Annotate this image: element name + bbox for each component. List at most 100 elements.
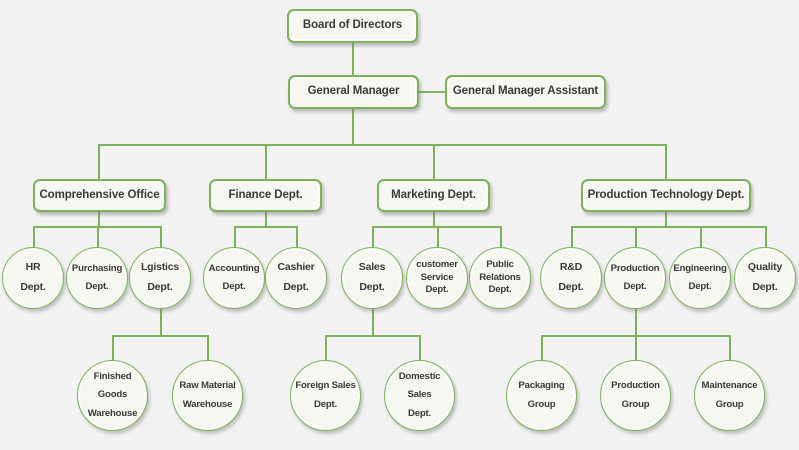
connector-to-maintenance-group xyxy=(729,335,731,361)
connector-to-customer-service xyxy=(437,226,439,247)
node-label-line2: Warehouse xyxy=(182,398,233,410)
connector-logistics-down xyxy=(160,308,162,336)
node-label-line2: Dept. xyxy=(408,407,431,419)
node-label-line1: Accounting xyxy=(208,262,260,274)
node-label-line1: Finished Goods xyxy=(93,371,132,401)
node-marketing-dept[interactable]: Marketing Dept. xyxy=(377,179,490,212)
node-label-line1: Packaging xyxy=(518,380,565,392)
node-label-line2: Service xyxy=(420,271,454,283)
node-label-line1: Raw Material xyxy=(179,380,236,392)
connector-bus-to-marketing xyxy=(433,144,435,180)
connector-to-logistics xyxy=(160,226,162,247)
connector-logistics-bus xyxy=(112,335,208,337)
connector-to-production-group xyxy=(635,335,637,361)
node-foreign-sales-dept[interactable]: Foreign Sales Dept. xyxy=(290,360,361,431)
node-sales-dept[interactable]: Sales Dept. xyxy=(341,247,403,309)
connector-bus-to-comprehensive-office xyxy=(98,144,100,180)
connector-to-rnd xyxy=(571,226,573,247)
node-label-line1: Foreign Sales xyxy=(295,380,356,392)
node-label-line1: Cashier xyxy=(277,261,315,274)
node-label-line2: Dept. xyxy=(752,281,778,293)
node-label-line1: customer xyxy=(416,258,458,270)
node-label-line1: Maintenance xyxy=(701,380,758,392)
connector-bus-to-finance xyxy=(265,144,267,180)
connector-to-cashier xyxy=(296,226,298,247)
connector-to-finished-goods-warehouse xyxy=(112,335,114,361)
node-label-line2: Group xyxy=(621,398,650,410)
node-label-line2: Dept. xyxy=(85,281,109,292)
node-packaging-group[interactable]: Packaging Group xyxy=(506,360,577,431)
node-label: Marketing Dept. xyxy=(391,188,476,201)
connector-production-tech-bus xyxy=(571,226,766,228)
node-label-line2: Dept. xyxy=(359,281,385,293)
node-label-line2: Group xyxy=(715,398,744,410)
node-label: General Manager xyxy=(307,85,400,98)
node-maintenance-group[interactable]: Maintenance Group xyxy=(694,360,765,431)
node-board-of-directors[interactable]: Board of Directors xyxy=(287,9,418,43)
node-production-dept[interactable]: Production Dept. xyxy=(604,247,666,309)
node-label-line2: Dept. xyxy=(688,281,712,292)
node-label-line3: Dept. xyxy=(425,284,449,296)
node-rnd-dept[interactable]: R&D Dept. xyxy=(540,247,602,309)
node-label-line2: Dept. xyxy=(623,281,647,292)
node-hr-dept[interactable]: HR Dept. xyxy=(2,247,64,309)
node-production-technology-dept[interactable]: Production Technology Dept. xyxy=(581,179,751,212)
connector-to-raw-material-warehouse xyxy=(207,335,209,361)
node-raw-material-warehouse[interactable]: Raw Material Warehouse xyxy=(172,360,243,431)
node-label-line2: Dept. xyxy=(314,398,337,410)
node-public-relations-dept[interactable]: Public Relations Dept. xyxy=(469,247,531,309)
connector-production-tech-down xyxy=(665,211,667,227)
node-finished-goods-warehouse[interactable]: Finished Goods Warehouse xyxy=(77,360,148,431)
node-comprehensive-office[interactable]: Comprehensive Office xyxy=(33,179,166,212)
node-accounting-dept[interactable]: Accounting Dept. xyxy=(203,247,265,309)
node-logistics-dept[interactable]: Lgistics Dept. xyxy=(129,247,191,309)
connector-to-foreign-sales xyxy=(325,335,327,361)
connector-finance-bus xyxy=(234,226,297,228)
connector-board-to-gm xyxy=(352,43,354,76)
node-label-line1: Production xyxy=(610,262,660,274)
node-label-line1: HR xyxy=(25,261,41,274)
connector-to-accounting xyxy=(234,226,236,247)
node-label-line2: Dept. xyxy=(222,281,246,292)
node-general-manager-assistant[interactable]: General Manager Assistant xyxy=(445,75,606,109)
node-label-line2: Warehouse xyxy=(87,407,138,419)
node-quality-dept[interactable]: Quality Dept. xyxy=(734,247,796,309)
connector-to-production xyxy=(635,226,637,247)
node-purchasing-dept[interactable]: Purchasing Dept. xyxy=(66,247,128,309)
connector-to-domestic-sales xyxy=(419,335,421,361)
connector-to-public-relations xyxy=(500,226,502,247)
node-label-line2: Dept. xyxy=(283,281,309,293)
connector-sales-down xyxy=(372,308,374,336)
connector-to-sales xyxy=(372,226,374,247)
node-label: Production Technology Dept. xyxy=(587,188,745,201)
node-label-line1: Lgistics xyxy=(140,261,180,274)
node-engineering-dept[interactable]: Engineering Dept. xyxy=(669,247,731,309)
connector-level2-bus xyxy=(98,144,666,146)
node-label-line1: Sales xyxy=(358,261,386,274)
node-finance-dept[interactable]: Finance Dept. xyxy=(209,179,322,212)
node-label-line2: Dept. xyxy=(558,281,584,293)
connector-to-engineering xyxy=(700,226,702,247)
node-production-group[interactable]: Production Group xyxy=(600,360,671,431)
node-domestic-sales-dept[interactable]: Domestic Sales Dept. xyxy=(384,360,455,431)
node-general-manager[interactable]: General Manager xyxy=(288,75,419,109)
node-label-line1: Public xyxy=(486,258,514,270)
node-label-line2: Group xyxy=(527,398,556,410)
node-label-line2: Relations xyxy=(479,271,521,283)
node-label: Comprehensive Office xyxy=(39,188,160,201)
node-label-line1: Domestic Sales xyxy=(398,371,441,401)
node-label: Finance Dept. xyxy=(228,188,303,201)
connector-gm-down xyxy=(352,109,354,145)
connector-to-purchasing xyxy=(97,226,99,247)
node-label: General Manager Assistant xyxy=(452,85,599,98)
node-cashier-dept[interactable]: Cashier Dept. xyxy=(265,247,327,309)
node-label-line1: Production xyxy=(611,380,660,392)
connector-to-packaging-group xyxy=(541,335,543,361)
node-customer-service-dept[interactable]: customer Service Dept. xyxy=(406,247,468,309)
connector-gm-to-assistant xyxy=(419,91,445,93)
connector-comprehensive-office-down xyxy=(98,211,100,227)
node-label-line3: Dept. xyxy=(488,284,512,296)
node-label-line1: R&D xyxy=(559,261,583,274)
node-label: Board of Directors xyxy=(302,19,403,32)
